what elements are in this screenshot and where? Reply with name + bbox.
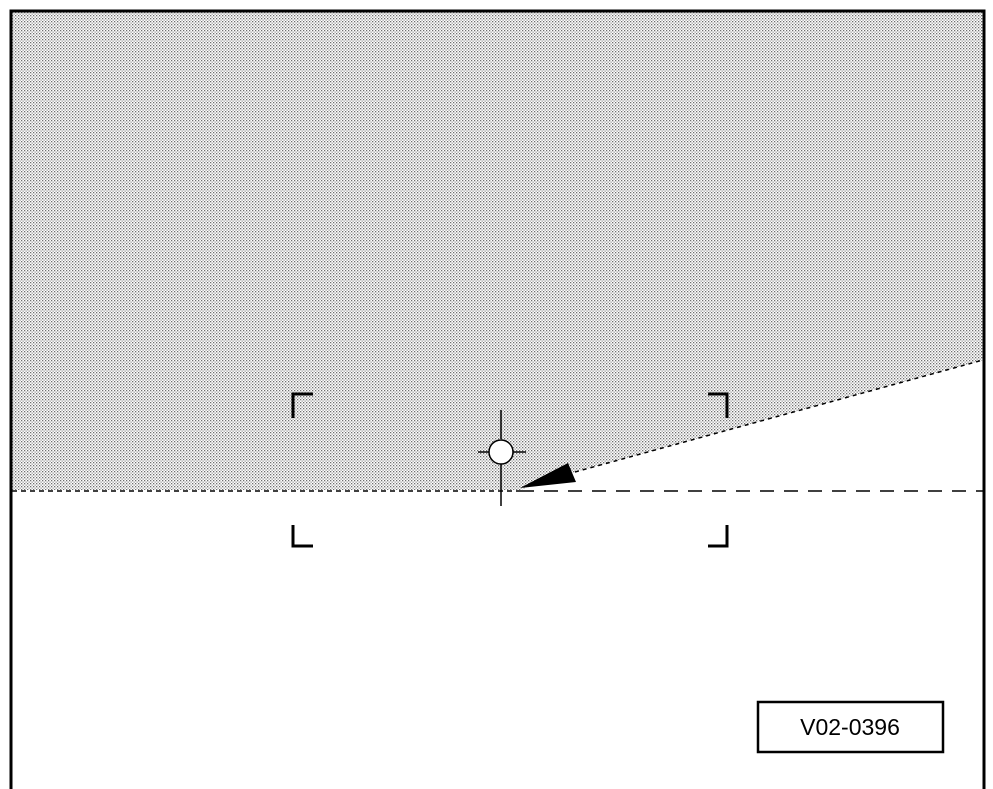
- crosshair-icon: [478, 410, 526, 506]
- viewfinder-corner-icon: [291, 392, 729, 548]
- outer-frame: [9, 9, 986, 789]
- slanted-boundary-line: [574, 359, 984, 473]
- arrow-icon: [520, 463, 576, 488]
- reference-label-text: V02-0396: [800, 714, 900, 740]
- reference-label: V02-0396: [756, 700, 945, 754]
- reference-label-box: [756, 700, 945, 754]
- corner-top-left: [291, 392, 313, 418]
- corner-bottom-right: [708, 525, 729, 548]
- corner-top-right: [708, 392, 729, 418]
- corner-bottom-left: [291, 525, 313, 548]
- shaded-region: [12, 12, 983, 490]
